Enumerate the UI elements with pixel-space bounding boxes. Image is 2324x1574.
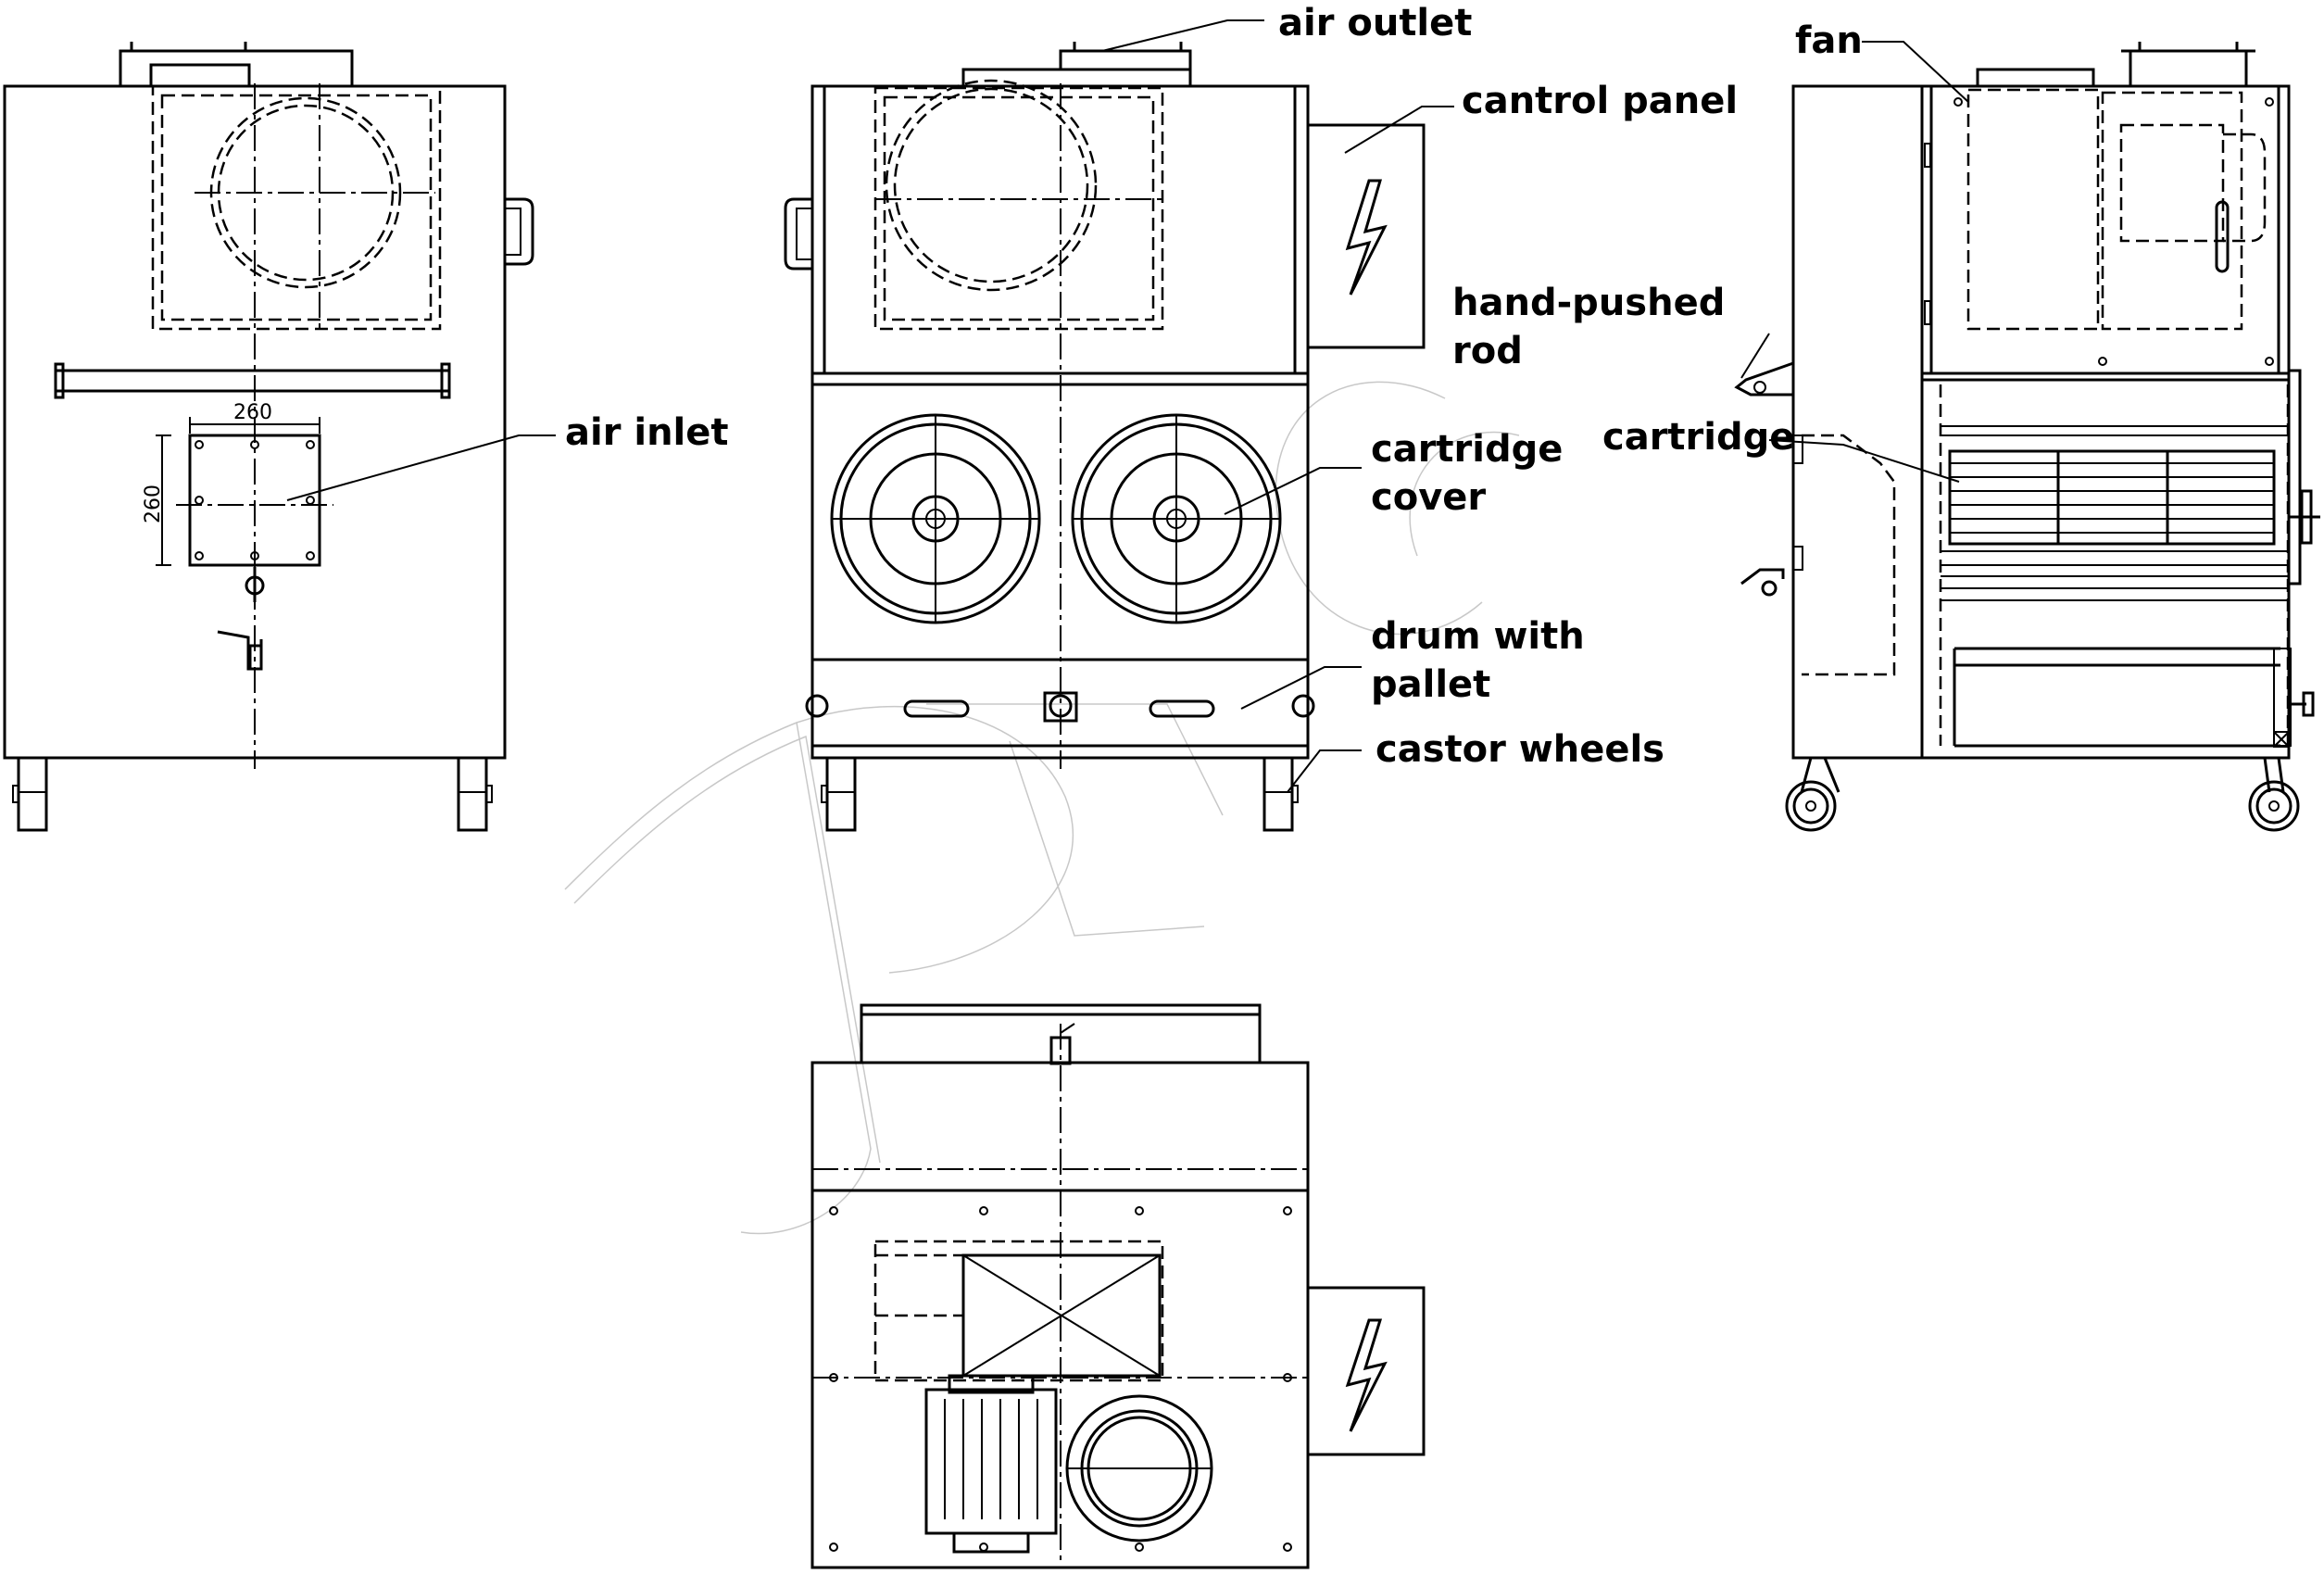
lightning-bolt-icon	[1345, 1318, 1388, 1432]
label-drum-line1: drum with	[1371, 615, 1585, 658]
callout-labels: air outlet cantrol panel fan hand-pushed…	[565, 2, 1863, 771]
label-hand-pushed-rod-line2: rod	[1452, 330, 1523, 372]
label-drum-line2: pallet	[1371, 663, 1490, 706]
dimensions: 260 260	[142, 401, 272, 523]
label-air-outlet: air outlet	[1278, 2, 1472, 44]
label-cartridge-cover-line2: cover	[1371, 476, 1486, 519]
label-cartridge-cover-line1: cartridge	[1371, 428, 1563, 471]
front-view-cartridge-side	[784, 42, 1426, 832]
front-view-inlet-side	[3, 42, 534, 832]
label-castor-wheels: castor wheels	[1376, 728, 1664, 771]
leader-lines	[286, 19, 1969, 793]
side-view	[1734, 42, 2320, 832]
dimension-inlet-width: 260	[233, 401, 272, 424]
lightning-bolt-icon	[1345, 179, 1388, 296]
label-air-inlet: air inlet	[565, 411, 729, 454]
label-control-panel: cantrol panel	[1462, 80, 1738, 122]
label-hand-pushed-rod-line1: hand-pushed	[1452, 282, 1725, 324]
dimension-inlet-height: 260	[142, 485, 165, 523]
label-cartridge: cartridge	[1602, 416, 1794, 459]
top-view	[810, 1003, 1426, 1569]
label-fan: fan	[1795, 19, 1863, 62]
